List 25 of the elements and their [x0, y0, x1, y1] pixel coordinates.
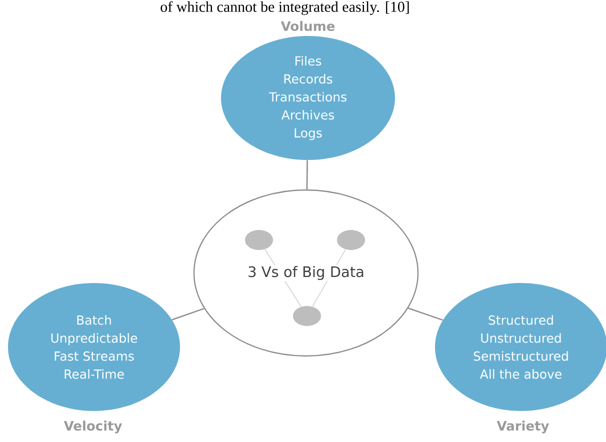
node-label: Records [284, 74, 332, 84]
category-heading: Volume [280, 20, 335, 32]
dot [293, 306, 321, 326]
center-ellipse [193, 189, 419, 357]
node-label: Logs [294, 128, 322, 140]
node-label: Semistructured [474, 351, 568, 361]
node-label: Fast Streams [54, 351, 134, 361]
body-text: of which cannot be integrated easily. [10] [160, 1, 409, 15]
center-title: 3 Vs of Big Data [246, 264, 366, 281]
category-heading: Variety [496, 420, 549, 434]
node-label: Batch [77, 315, 111, 325]
category-heading: Velocity [64, 420, 122, 434]
node-label: Files [296, 56, 322, 66]
node-label: Unpredictable [51, 333, 138, 346]
node-label: Structured [488, 315, 553, 325]
node-label: Archives [281, 110, 334, 120]
connector-line [408, 308, 443, 321]
node-label: Real-Time [64, 369, 124, 379]
node-label: Transactions [268, 92, 346, 102]
dot [337, 230, 365, 250]
connector-line [172, 308, 204, 320]
node-label: All the above [480, 369, 562, 379]
node-label: Unstructured [481, 333, 561, 343]
dot [245, 230, 273, 250]
connector-line [306, 160, 308, 190]
